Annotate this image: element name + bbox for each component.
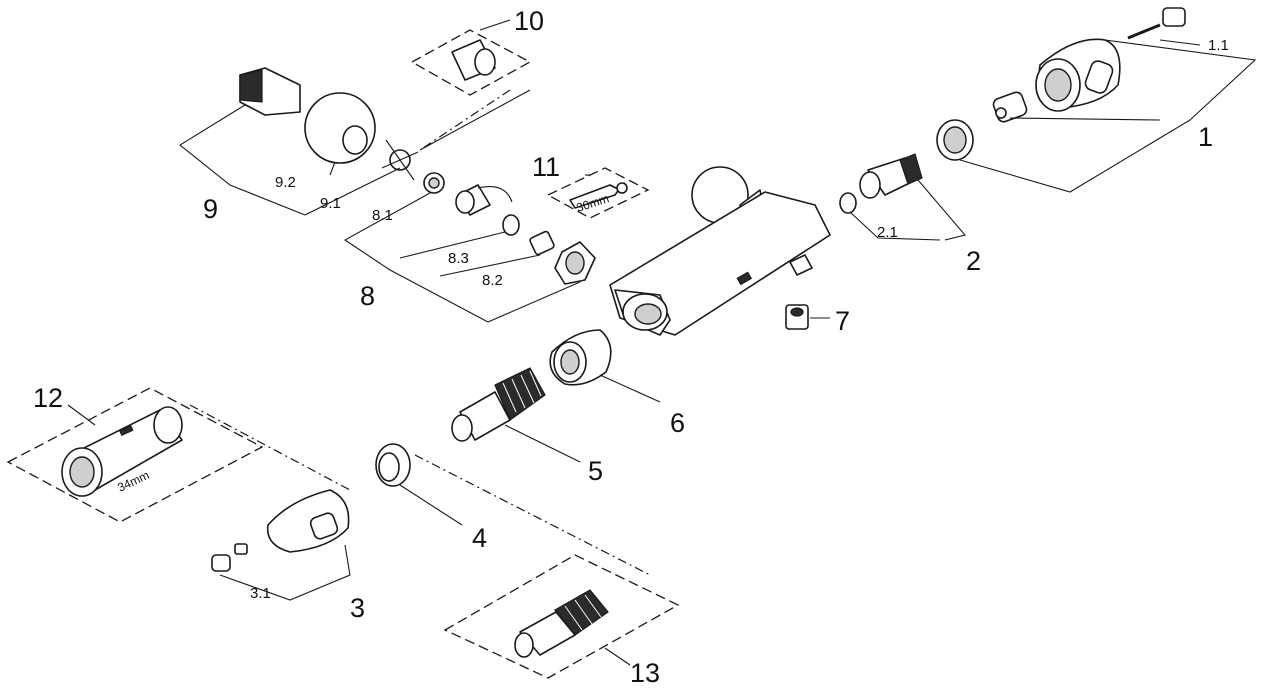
label-1-1: 1.1 xyxy=(1208,37,1229,54)
part-5-cartridge[interactable] xyxy=(451,367,546,442)
label-9-2: 9.2 xyxy=(275,174,296,191)
part-1-temperature-handle[interactable] xyxy=(1035,38,1121,112)
center-lines xyxy=(189,89,651,576)
label-2-1: 2.1 xyxy=(877,224,898,241)
part-9-1-seal[interactable] xyxy=(381,139,419,181)
label-6: 6 xyxy=(670,408,685,438)
socket-tool-icon xyxy=(61,406,183,497)
part-2-1-o-ring[interactable] xyxy=(839,192,857,214)
label-8-3: 8.3 xyxy=(448,250,469,267)
part-13-cartridge[interactable] xyxy=(514,589,609,658)
label-3-1: 3.1 xyxy=(250,585,271,602)
part-9-eccentric[interactable] xyxy=(239,67,301,116)
label-5: 5 xyxy=(588,456,603,486)
label-12: 12 xyxy=(33,383,63,413)
label-9: 9 xyxy=(203,194,218,224)
label-4: 4 xyxy=(472,523,487,553)
part-9-2-rosette[interactable] xyxy=(304,92,376,164)
thermostat-body[interactable] xyxy=(609,166,831,336)
part-4-ring[interactable] xyxy=(375,443,411,487)
label-8-2: 8.2 xyxy=(482,272,503,289)
part-10-adapter[interactable] xyxy=(451,39,496,81)
part-8-1-filter[interactable] xyxy=(423,172,445,194)
label-11: 11 xyxy=(532,152,560,182)
part-3-flow-handle[interactable] xyxy=(266,489,350,553)
label-8: 8 xyxy=(360,281,375,311)
part-8-o-ring[interactable] xyxy=(502,214,520,236)
label-3: 3 xyxy=(350,593,365,623)
part-1-1-screw-and-cap[interactable] xyxy=(1127,7,1186,40)
label-9-1: 9.1 xyxy=(320,195,341,212)
label-1: 1 xyxy=(1198,122,1213,152)
label-7: 7 xyxy=(835,306,850,336)
part-8-connector[interactable] xyxy=(455,184,513,216)
part-7-insert[interactable] xyxy=(785,304,809,330)
part-1-splined-ring[interactable] xyxy=(936,119,974,161)
part-3-1-screw-and-cap[interactable] xyxy=(211,543,248,572)
label-2: 2 xyxy=(966,246,981,276)
part-6-nut[interactable] xyxy=(549,329,612,386)
part-labels: 1 1.1 2 2.1 3 3.1 4 5 6 7 8 8.1 8.2 8.3 … xyxy=(33,6,1229,688)
leader-lines xyxy=(67,19,1257,666)
label-13: 13 xyxy=(630,658,660,688)
wrench-icon xyxy=(569,182,628,209)
label-8-1: 8.1 xyxy=(372,207,393,224)
part-8-3-check-valve[interactable] xyxy=(529,230,555,256)
part-2-cartridge[interactable] xyxy=(859,153,923,199)
label-10: 10 xyxy=(514,6,544,36)
part-8-2-union-nut[interactable] xyxy=(554,241,596,285)
